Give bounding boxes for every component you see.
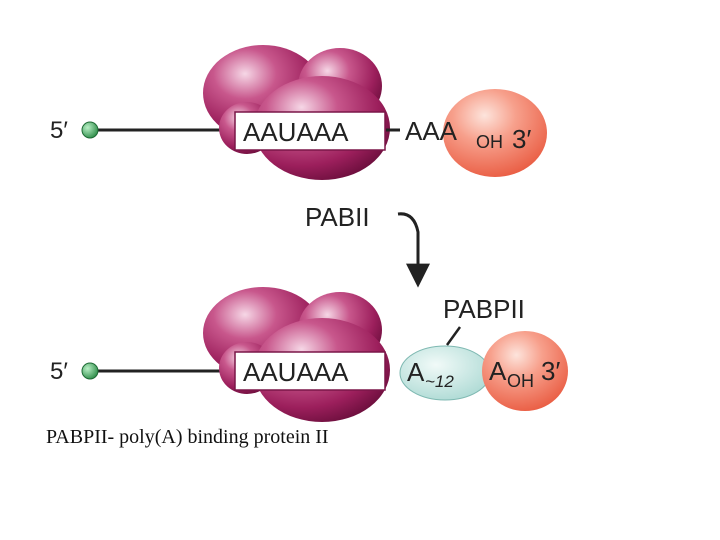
top-pap-enzyme [443,89,547,177]
bottom-five-prime-label: 5′ [50,358,68,385]
bottom-tail-a-label: A [489,356,507,386]
bottom-row: 5′ AAUAAA A ~12 PABPII A OH 3′ [50,287,568,422]
bottom-five-prime-bead [81,362,99,380]
top-signal-label: AAUAAA [243,117,349,147]
caption: PABPII- poly(A) binding protein II [46,426,329,448]
transition-arrow [397,212,430,288]
arrow-label: PABII [305,202,370,232]
top-five-prime-label: 5′ [50,117,68,144]
top-three-prime-label: 3′ [512,124,531,154]
bottom-pap-enzyme [482,331,568,411]
bottom-signal-label: AAUAAA [243,357,349,387]
bottom-signal-box [234,351,386,391]
top-row: 5′ AAUAAA AAA OH 3′ [50,45,547,180]
bottom-three-prime-label: 3′ [541,356,560,386]
pabpii-a-label: A [407,357,425,387]
bottom-cpsf-complex [203,287,390,422]
transition-arrow-group: PABII [305,202,430,288]
top-five-prime-bead [81,121,99,139]
top-oh-label: OH [476,132,503,152]
top-tail-label-overlay: AAA [405,116,458,146]
pabpii-pointer-line [445,326,462,346]
pabpii-label: PABPII [443,294,525,324]
bottom-oh-label: OH [507,371,534,391]
pabpii-a-count: ~12 [425,372,454,391]
top-signal-box [234,111,386,151]
